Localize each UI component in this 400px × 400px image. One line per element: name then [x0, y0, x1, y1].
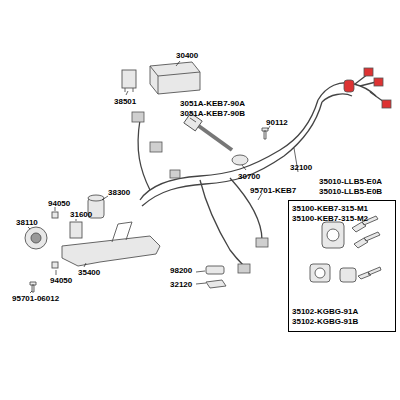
- callout-number: 30400: [176, 51, 198, 60]
- clamp: [206, 280, 226, 288]
- starter-cable: [196, 124, 232, 150]
- callout-number: 95701-06012: [12, 294, 59, 303]
- connector: [256, 238, 268, 247]
- callout-number: 98200: [170, 266, 192, 275]
- leader-lines: [28, 61, 298, 293]
- part-number: 35100-KEB7-315-M1 35100-KEB7-315-M2: [292, 204, 388, 224]
- connector: [364, 68, 373, 76]
- callout-number: 94050: [48, 199, 70, 208]
- ignition-switch: [322, 222, 344, 248]
- fuse-holder: [344, 80, 354, 92]
- callout-number: 35400: [78, 268, 100, 277]
- part-number: 35102-KGBG-91A 35102-KGBG-91B: [292, 307, 372, 327]
- connector: [374, 78, 383, 86]
- callout-number: 90112: [266, 118, 288, 127]
- callout-number: 95701-KEB7: [250, 186, 296, 195]
- regulator: [150, 62, 200, 94]
- lock-cylinder: [340, 268, 356, 282]
- callout-number: 30700: [238, 172, 260, 181]
- connector: [170, 170, 180, 178]
- relay: [70, 222, 82, 238]
- callout-number: 38110: [16, 218, 38, 227]
- connector: [238, 264, 250, 273]
- callout-number: 32100: [290, 163, 312, 172]
- relay: [122, 70, 136, 88]
- key: [358, 267, 381, 279]
- group-part-number: 35010-LLB5-E0A 35010-LLB5-E0B: [319, 177, 395, 197]
- screw: [30, 282, 36, 292]
- connector: [150, 142, 162, 152]
- callout-number: 3051A-KEB7-90A: [180, 99, 245, 108]
- bracket: [62, 236, 160, 266]
- nut: [52, 262, 58, 268]
- bolt: [262, 128, 268, 139]
- seat-lock: [310, 264, 330, 282]
- key: [354, 232, 380, 248]
- wire-harness: [138, 74, 384, 266]
- cover: [206, 266, 224, 274]
- callout-number: 3051A-KEB7-90B: [180, 109, 245, 118]
- callout-number: 31600: [70, 210, 92, 219]
- callout-number: 38300: [108, 188, 130, 197]
- part-group-box: 35010-LLB5-E0A 35010-LLB5-E0B35100-KEB7-…: [288, 200, 396, 332]
- connector: [382, 100, 391, 108]
- connector: [132, 112, 144, 122]
- horn: [25, 227, 47, 249]
- clip: [232, 155, 248, 165]
- callout-number: 38501: [114, 97, 136, 106]
- callout-number: 94050: [50, 276, 72, 285]
- nut: [52, 212, 58, 218]
- callout-number: 32120: [170, 280, 192, 289]
